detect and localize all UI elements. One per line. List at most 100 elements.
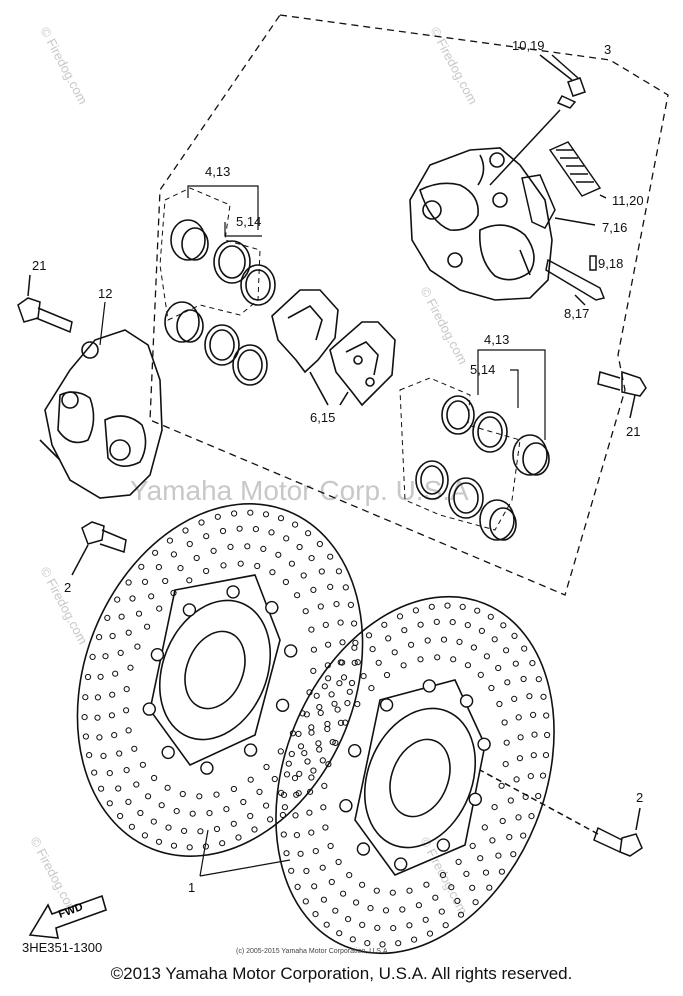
disc-hole — [179, 790, 186, 798]
left-mount-bolt — [17, 274, 73, 334]
disc-hole — [395, 940, 402, 947]
label-1: 1 — [188, 880, 195, 895]
disc-hole — [170, 551, 177, 558]
disc-hole — [535, 676, 542, 683]
disc-hole — [144, 623, 151, 630]
disc-hole — [328, 691, 335, 698]
disc-hole — [503, 739, 510, 746]
disc-hole — [193, 554, 200, 562]
part-labels: 3 10,19 11,20 7,16 9,18 8,17 4,13 5,14 6… — [22, 38, 644, 955]
disc-float-button — [226, 585, 240, 599]
disc-hole — [296, 770, 303, 778]
disc-hole — [311, 883, 318, 890]
disc-hole — [498, 782, 505, 789]
disc-hole — [511, 695, 518, 703]
disc-hole — [145, 793, 152, 800]
disc-hole — [470, 644, 477, 651]
disc-bolt-right — [479, 769, 643, 857]
disc-hole — [450, 656, 457, 663]
disc-hole — [247, 509, 254, 516]
disc-hole — [268, 529, 275, 536]
disc-hole — [530, 752, 537, 759]
disc-hole — [279, 811, 286, 819]
disc-float-button — [422, 679, 436, 693]
disc-hole — [170, 842, 178, 849]
disc-hole — [381, 621, 388, 628]
disc-hole — [448, 884, 455, 891]
disc-hole — [324, 720, 331, 728]
disc-hole — [155, 564, 162, 571]
disc-float-button — [459, 694, 474, 708]
disc-hole — [84, 673, 92, 681]
disc-hole — [321, 683, 328, 690]
label-21-right: 21 — [626, 424, 640, 439]
disc-hole — [491, 636, 498, 643]
disc-hole — [411, 936, 418, 943]
disc-hole — [491, 804, 498, 811]
disc-hole — [283, 850, 290, 857]
disc-hole — [428, 603, 435, 610]
label-2-right: 2 — [636, 790, 643, 805]
disc-hole — [526, 693, 533, 700]
disc-hole — [305, 530, 312, 537]
leader-12 — [99, 301, 106, 346]
disc-hole — [177, 565, 184, 572]
disc-hole — [292, 812, 299, 819]
disc-hole — [344, 700, 351, 707]
disc-hole — [316, 746, 323, 753]
disc-hole — [116, 750, 123, 757]
disc-hole — [230, 785, 237, 793]
disc-hole — [134, 643, 141, 650]
disc-hole — [138, 563, 145, 570]
disc-hole — [280, 831, 287, 838]
disc-float-button — [182, 603, 197, 617]
disc-hole — [81, 714, 88, 721]
disc-hole — [231, 510, 238, 517]
disc-hole — [285, 760, 292, 767]
label-4-13-upper: 4,13 — [205, 164, 230, 179]
disc-hole — [303, 867, 310, 875]
disc-hole — [455, 858, 462, 866]
label-21-left: 21 — [32, 258, 46, 273]
disc-hole — [456, 638, 463, 646]
disc-hole — [219, 527, 227, 535]
disc-hole — [308, 626, 315, 633]
disc-hole — [128, 823, 135, 830]
disc-hole — [360, 673, 367, 680]
disc-hole — [323, 921, 330, 928]
disc-hole — [320, 804, 327, 811]
disc-hole — [472, 899, 479, 906]
disc-float-button — [339, 799, 353, 813]
disc-hole — [391, 649, 398, 656]
disc-hole — [104, 614, 111, 622]
disc-hole — [496, 700, 503, 708]
disc-hole — [529, 660, 536, 667]
disc-hole — [511, 632, 518, 640]
disc-hole — [328, 878, 335, 886]
disc-hole — [481, 824, 488, 831]
disc-hole — [310, 586, 317, 594]
disc-hole — [97, 673, 104, 680]
disc-float-button — [284, 644, 298, 658]
watermark-left-2: © Firedog.com — [37, 564, 90, 646]
disc-hole — [528, 813, 535, 820]
disc-hole — [316, 704, 323, 711]
disc-hole — [164, 784, 171, 791]
disc-hole — [503, 647, 510, 654]
pad-clip — [521, 174, 596, 229]
disc-hole — [165, 824, 172, 831]
disc-hole — [382, 907, 390, 914]
disc-hole — [308, 555, 315, 562]
disc-hole — [337, 659, 344, 666]
disc-float-button — [142, 702, 157, 716]
disc-float-button — [394, 857, 408, 871]
disc-hole — [106, 800, 113, 807]
disc-hole — [515, 814, 522, 821]
disc-hole — [186, 844, 193, 851]
disc-hole — [82, 694, 89, 701]
disc-hole — [385, 635, 392, 642]
disc-hole — [498, 868, 505, 875]
disc-hole — [449, 619, 456, 626]
disc-hole — [359, 921, 366, 929]
disc-hole — [135, 610, 143, 617]
